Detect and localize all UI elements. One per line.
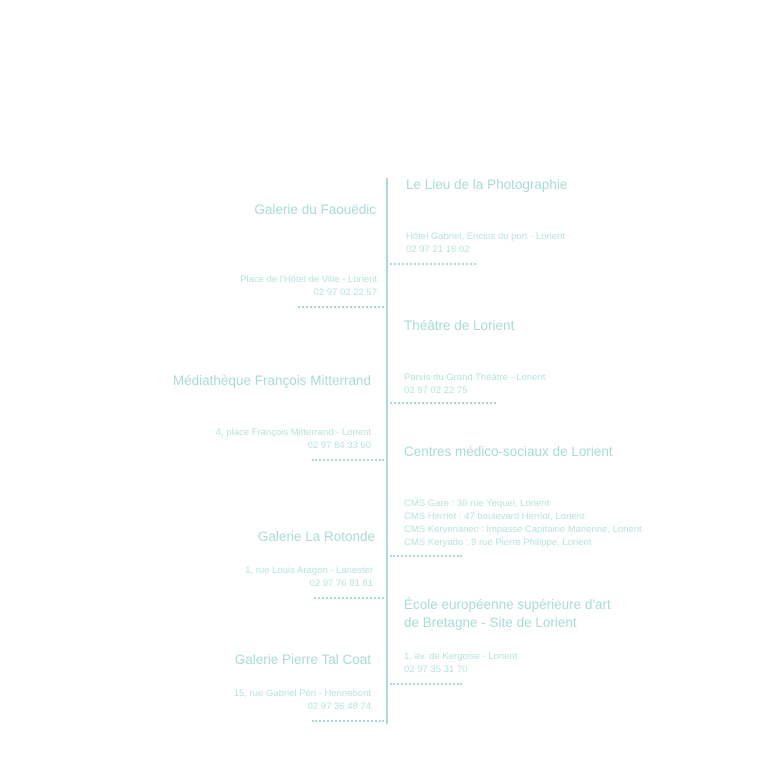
venue-address: Place de l'Hôtel de Ville - Lorient — [240, 274, 377, 285]
venue-phone: 02 97 84 33 60 — [307, 440, 371, 451]
venue-name: Théâtre de Lorient — [404, 318, 515, 333]
venue-galerie-la-rotonde: Galerie La Rotonde — [258, 528, 375, 546]
dotted-divider — [312, 459, 384, 461]
venue-address: 1, av. de Kergoise - Lorient — [404, 651, 518, 662]
venue-name: Centres médico-sociaux de Lorient — [404, 444, 613, 459]
dotted-divider — [298, 306, 384, 308]
venue-info: Hôtel Gabriel, Enclos du port - Lorient … — [406, 230, 565, 256]
dotted-divider — [390, 402, 496, 404]
venue-address: 15, rue Gabriel Péri - Hennebont — [233, 688, 371, 699]
venue-address: Hôtel Gabriel, Enclos du port - Lorient — [406, 231, 565, 242]
venue-info: Parvis du Grand Théâtre - Lorient 02 97 … — [404, 371, 545, 397]
timeline-line — [386, 178, 388, 724]
venue-centres-medico-sociaux: Centres médico-sociaux de Lorient — [404, 443, 613, 461]
venue-name: Galerie du Faouëdic — [254, 202, 376, 217]
venue-info: 1, av. de Kergoise - Lorient 02 97 35 31… — [404, 650, 517, 676]
venue-address: 1, rue Louis Aragon - Lanester — [245, 565, 373, 576]
venue-le-lieu-de-la-photographie: Le Lieu de la Photographie — [406, 176, 567, 194]
dotted-divider — [390, 263, 476, 265]
venue-phone: 02 97 36 48 74 — [307, 701, 371, 712]
venue-galerie-du-faouedic: Galerie du Faouëdic — [254, 201, 376, 219]
venue-name-line: École européenne supérieure d'art — [404, 597, 611, 612]
venue-ecole-europeenne: École européenne supérieure d'art de Bre… — [404, 596, 611, 632]
venue-info: Place de l'Hôtel de Ville - Lorient 02 9… — [240, 273, 377, 299]
venue-info: CMS Gare : 36 rue Yequel, Lorient CMS Hé… — [404, 497, 642, 549]
venue-address: CMS Kervenanec : Impasse Capitaine Marie… — [404, 524, 642, 535]
venue-name: Galerie Pierre Tal Coat — [234, 652, 371, 667]
venue-mediatheque-francois-mitterrand: Médiathèque François Mitterrand — [173, 372, 371, 390]
dotted-divider — [390, 555, 462, 557]
venue-phone: 02 97 02 22 57 — [313, 287, 377, 298]
venue-info: 15, rue Gabriel Péri - Hennebont 02 97 3… — [234, 687, 371, 713]
venue-info: 4, place François Mitterrand - Lorient 0… — [216, 426, 371, 452]
venue-address: CMS Keryado : 9 rue Pierre Philippe, Lor… — [404, 537, 592, 548]
venue-address: CMS Gare : 36 rue Yequel, Lorient — [404, 498, 550, 509]
venue-name: Médiathèque François Mitterrand — [172, 373, 371, 388]
dotted-divider — [390, 683, 462, 685]
venue-phone: 02 97 02 22 75 — [404, 385, 468, 396]
venue-address: Parvis du Grand Théâtre - Lorient — [404, 372, 546, 383]
venue-phone: 02 97 35 31 70 — [404, 664, 468, 675]
venue-name: Le Lieu de la Photographie — [406, 177, 568, 192]
venue-info: 1, rue Louis Aragon - Lanester 02 97 76 … — [245, 564, 373, 590]
dotted-divider — [314, 597, 384, 599]
dotted-divider — [312, 720, 384, 722]
venue-phone: 02 97 76 81 81 — [309, 578, 373, 589]
venue-name: Galerie La Rotonde — [257, 529, 375, 544]
venue-phone: 02 97 21 18 02 — [406, 244, 470, 255]
venue-theatre-de-lorient: Théâtre de Lorient — [404, 317, 514, 335]
venue-address: CMS Hérriot : 47 boulevard Herriot, Lori… — [404, 511, 585, 522]
venue-name-line: de Bretagne - Site de Lorient — [404, 615, 577, 630]
venue-galerie-pierre-tal-coat: Galerie Pierre Tal Coat — [235, 651, 371, 669]
venue-address: 4, place François Mitterrand - Lorient — [215, 427, 371, 438]
